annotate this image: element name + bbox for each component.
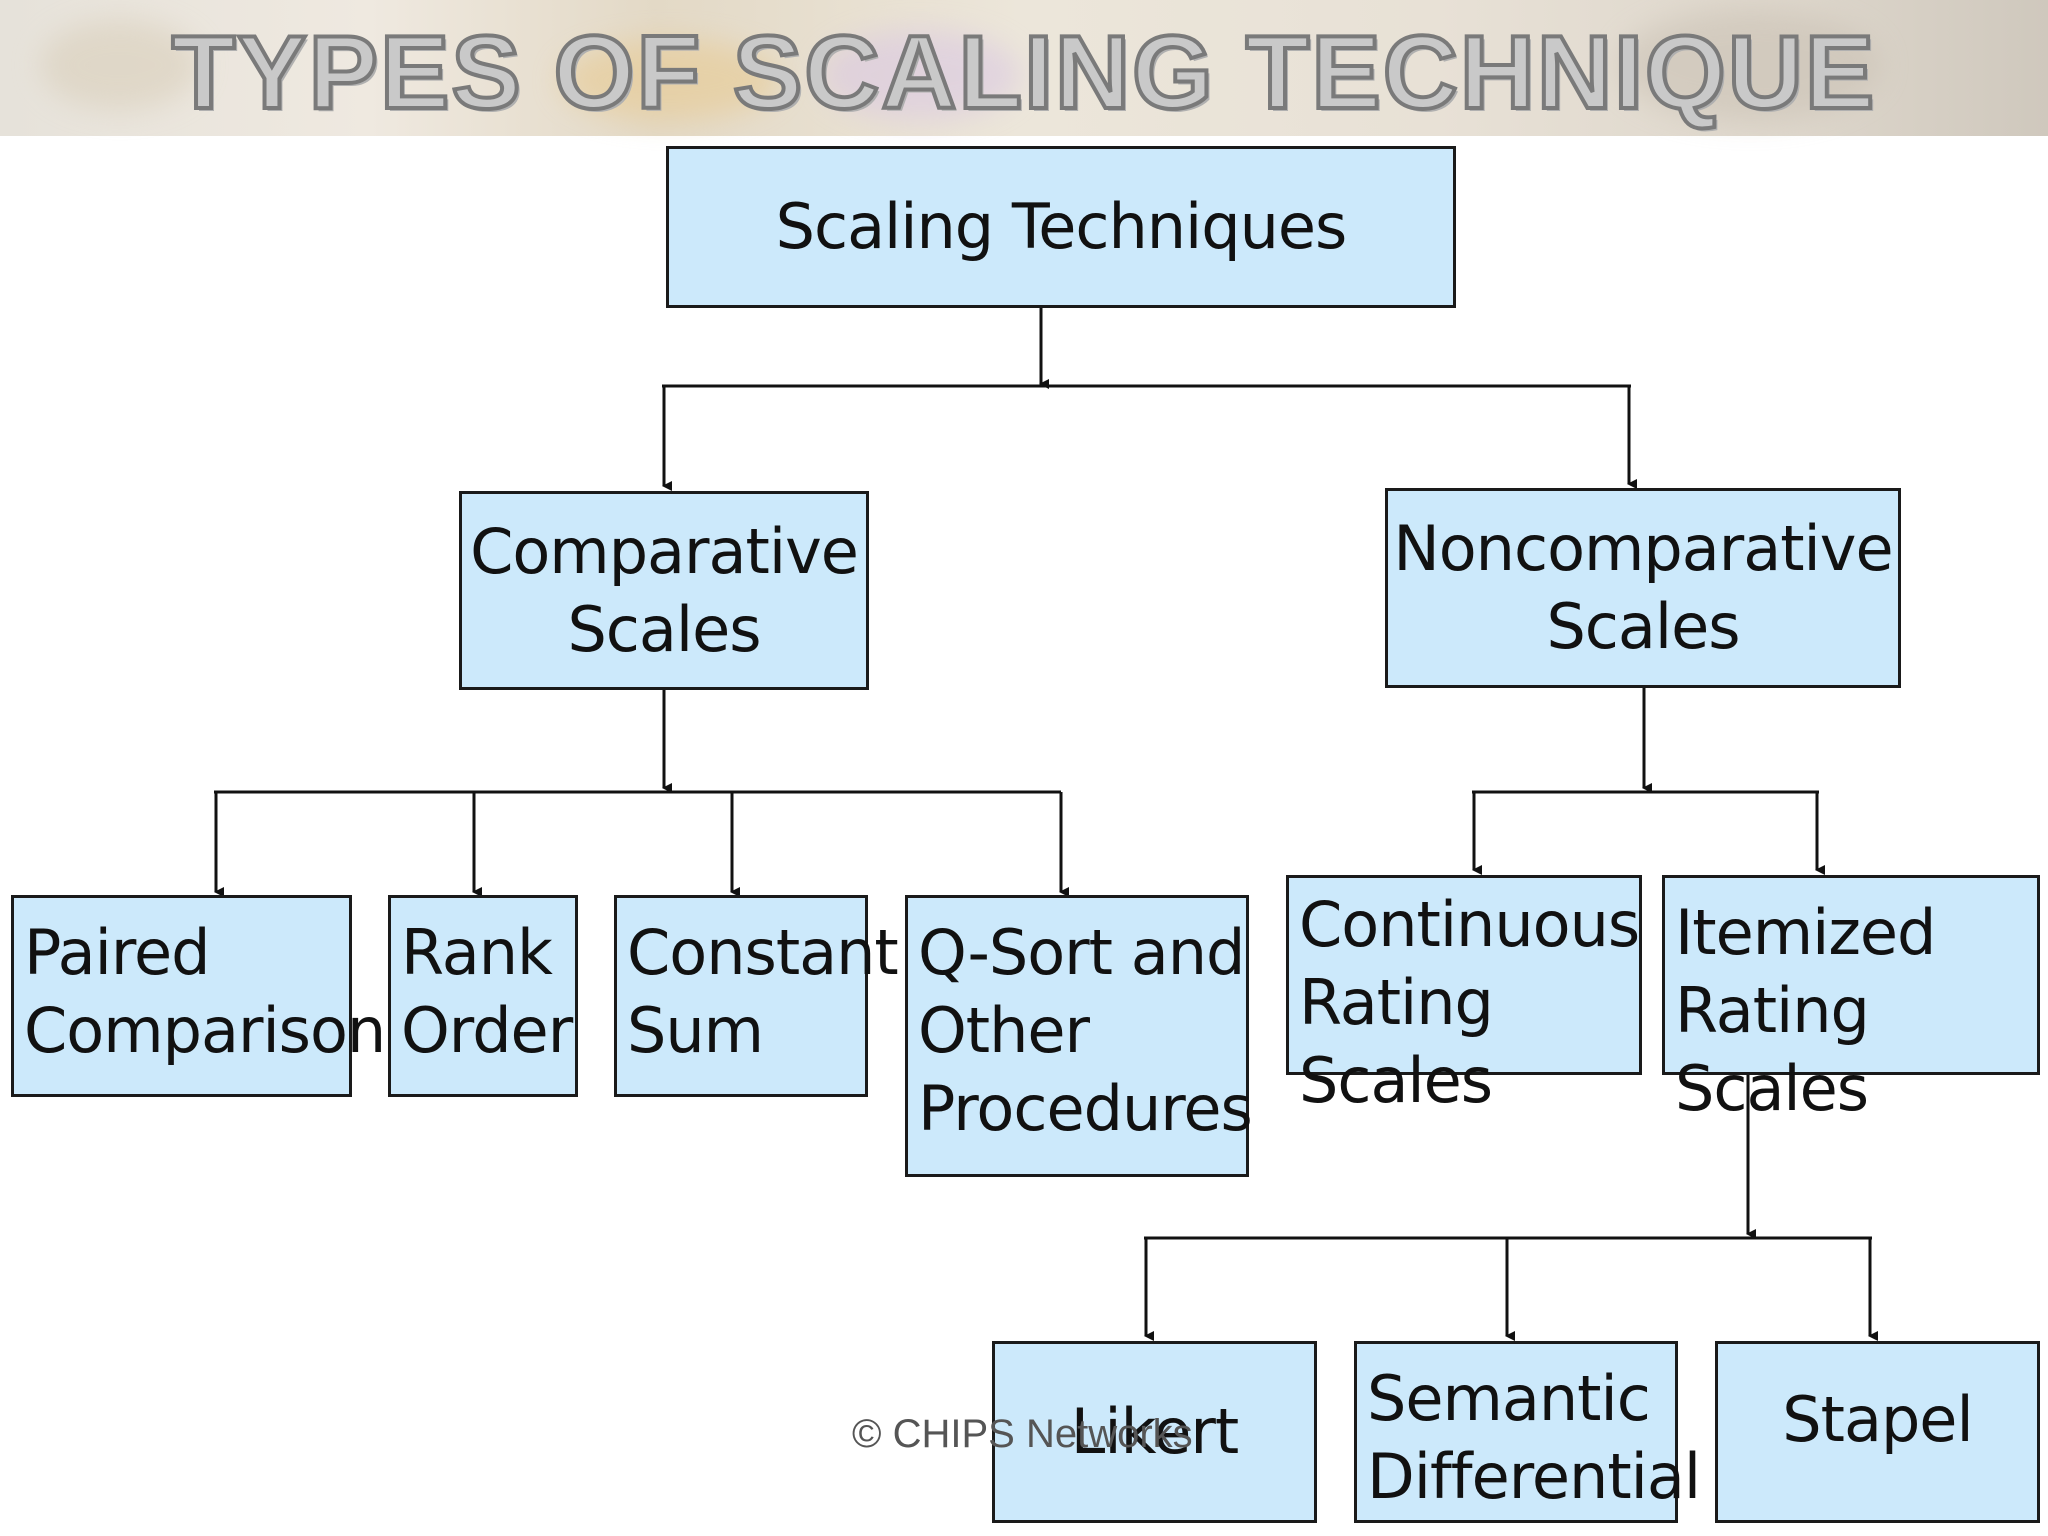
node-rank-order: Rank Order bbox=[388, 895, 578, 1097]
node-itemized-rating-scales: Itemized Rating Scales bbox=[1662, 875, 2040, 1125]
node-semantic-differential: Semantic Differential bbox=[1354, 1341, 1701, 1523]
node-label: Stapel bbox=[1782, 1383, 1973, 1456]
node-noncomparative-scales: Noncomparative Scales bbox=[1385, 488, 1901, 688]
node-label: Semantic Differential bbox=[1367, 1362, 1701, 1513]
node-label: Likert bbox=[1070, 1395, 1239, 1468]
node-label: Paired Comparison bbox=[24, 916, 386, 1067]
node-continuous-rating-scales: Continuous Rating Scales bbox=[1286, 875, 1642, 1117]
node-label: Noncomparative Scales bbox=[1393, 512, 1893, 663]
node-label: Continuous Rating Scales bbox=[1299, 888, 1640, 1117]
title-banner: TYPES OF SCALING TECHNIQUE bbox=[0, 0, 2048, 136]
node-label: Rank Order bbox=[401, 916, 573, 1067]
node-label: Scaling Techniques bbox=[775, 190, 1348, 263]
node-label: Itemized Rating Scales bbox=[1675, 896, 1936, 1125]
slide-title: TYPES OF SCALING TECHNIQUE bbox=[170, 15, 1877, 131]
node-qsort-other-procedures: Q-Sort and Other Procedures bbox=[905, 895, 1253, 1177]
node-paired-comparison: Paired Comparison bbox=[11, 895, 386, 1097]
node-likert: Likert bbox=[992, 1341, 1317, 1523]
node-constant-sum: Constant Sum bbox=[614, 895, 899, 1097]
node-scaling-techniques: Scaling Techniques bbox=[666, 146, 1456, 308]
node-label: Q-Sort and Other Procedures bbox=[918, 916, 1253, 1145]
node-label: Constant Sum bbox=[627, 916, 899, 1067]
node-comparative-scales: Comparative Scales bbox=[459, 491, 869, 690]
copyright-watermark: © CHIPS Networks bbox=[852, 1412, 1193, 1456]
node-stapel: Stapel bbox=[1715, 1341, 2040, 1523]
node-label: Comparative Scales bbox=[470, 514, 859, 666]
